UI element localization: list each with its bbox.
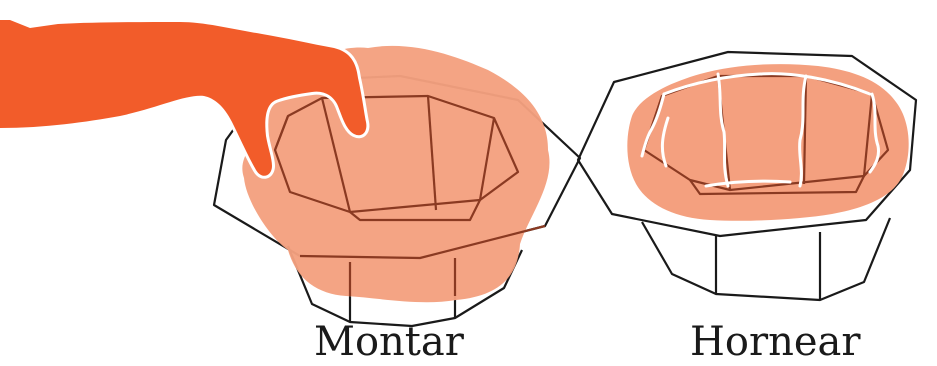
- caption-montar: Montar: [314, 318, 464, 366]
- panel-montar: [0, 20, 580, 326]
- baked-crust-icon: [627, 64, 908, 221]
- caption-hornear: Hornear: [690, 318, 861, 366]
- panel-hornear: [578, 52, 916, 300]
